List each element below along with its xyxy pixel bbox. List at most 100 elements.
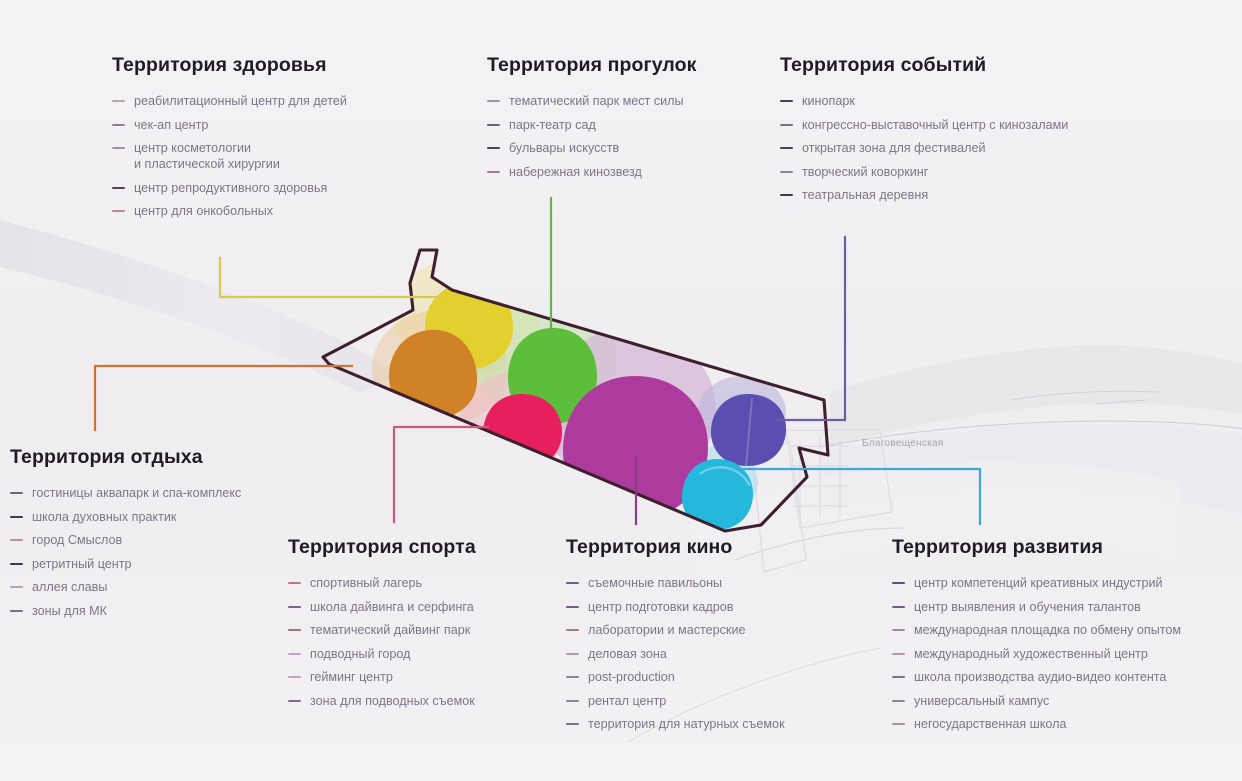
- bullet-dash-icon: [892, 699, 905, 702]
- bullet-dash-icon: [10, 539, 23, 541]
- territory-outline: [321, 248, 830, 533]
- bullet-dash-icon: [288, 699, 301, 702]
- bullet-dash-icon: [780, 170, 793, 173]
- bullet-dash-icon: [566, 676, 579, 678]
- block-development: Территория развития центр компетенций кр…: [892, 536, 1181, 740]
- block-sport-list: спортивный лагерь школа дайвинга и серфи…: [288, 575, 476, 709]
- block-leisure-list: гостиницы аквапарк и спа-комплекс школа …: [10, 485, 241, 619]
- bullet-dash-icon: [566, 699, 579, 702]
- bullet-dash-icon: [288, 629, 301, 631]
- list-item: рентал центр: [566, 693, 785, 709]
- list-item: чек-ап центр: [112, 117, 347, 133]
- list-item: деловая зона: [566, 646, 785, 662]
- bullet-dash-icon: [112, 147, 125, 149]
- bullet-dash-icon: [892, 582, 905, 584]
- list-item: зоны для МК: [10, 603, 241, 619]
- list-item: творческий коворкинг: [780, 164, 1068, 180]
- bullet-dash-icon: [10, 609, 23, 612]
- list-item: центр подготовки кадров: [566, 599, 785, 615]
- bullet-dash-icon: [892, 629, 905, 631]
- blob-cyan: [681, 459, 754, 530]
- block-events: Территория событий кинопарк конгрессно-в…: [780, 54, 1068, 211]
- connector-events: [774, 235, 847, 422]
- block-cinema-list: съемочные павильоны центр подготовки кад…: [566, 575, 785, 732]
- bullet-dash-icon: [892, 676, 905, 678]
- block-walks: Территория прогулок тематический парк ме…: [487, 54, 697, 187]
- list-item: школа духовных практик: [10, 509, 241, 525]
- bullet-dash-icon: [112, 123, 125, 126]
- bullet-dash-icon: [288, 676, 301, 678]
- list-item: бульвары искусств: [487, 140, 697, 156]
- geo-label-blagoveshchenskaya: Благовещенская: [862, 438, 944, 449]
- list-item: гейминг центр: [288, 669, 476, 685]
- block-leisure-title: Территория отдыха: [10, 446, 203, 468]
- list-item: лаборатории и мастерские: [566, 622, 785, 638]
- block-cinema: Территория кино съемочные павильоны цент…: [566, 536, 785, 740]
- connector-development: [735, 467, 982, 526]
- list-item: тематический парк мест силы: [487, 93, 697, 109]
- list-item: центр репродуктивного здоровья: [112, 180, 347, 196]
- list-item: центр выявления и обучения талантов: [892, 599, 1181, 615]
- list-item: парк-театр сад: [487, 117, 697, 133]
- list-item: школа дайвинга и серфинга: [288, 599, 476, 615]
- list-item: post-production: [566, 669, 785, 685]
- bullet-dash-icon: [566, 629, 579, 631]
- bullet-dash-icon: [10, 515, 23, 518]
- list-item: аллея славы: [10, 579, 241, 595]
- bullet-dash-icon: [780, 147, 793, 149]
- list-item: гостиницы аквапарк и спа-комплекс: [10, 485, 241, 501]
- block-sport-title: Территория спорта: [288, 536, 476, 558]
- bullet-dash-icon: [112, 100, 125, 102]
- bullet-dash-icon: [566, 605, 579, 608]
- connector-sport: [392, 425, 490, 524]
- block-development-list: центр компетенций креативных индустрий ц…: [892, 575, 1181, 732]
- list-item: театральная деревня: [780, 187, 1068, 203]
- connector-health: [218, 256, 442, 299]
- connector-leisure: [93, 364, 354, 432]
- block-events-title: Территория событий: [780, 54, 987, 76]
- bullet-dash-icon: [487, 147, 500, 149]
- list-item: кинопарк: [780, 93, 1068, 109]
- block-leisure: Территория отдыха гостиницы аквапарк и с…: [10, 446, 241, 626]
- list-item: международная площадка по обмену опытом: [892, 622, 1181, 638]
- block-development-title: Территория развития: [892, 536, 1103, 558]
- bullet-dash-icon: [780, 100, 793, 102]
- bullet-dash-icon: [288, 582, 301, 584]
- bullet-dash-icon: [487, 100, 500, 102]
- list-item: набережная кинозвезд: [487, 164, 697, 180]
- list-item: реабилитационный центр для детей: [112, 93, 347, 109]
- list-item: город Смыслов: [10, 532, 241, 548]
- list-item: тематический дайвинг парк: [288, 622, 476, 638]
- list-item: негосударственная школа: [892, 716, 1181, 732]
- list-item: съемочные павильоны: [566, 575, 785, 591]
- bullet-dash-icon: [566, 582, 579, 584]
- list-item: ретритный центр: [10, 556, 241, 572]
- block-events-list: кинопарк конгрессно-выставочный центр с …: [780, 93, 1068, 203]
- block-walks-list: тематический парк мест силы парк-театр с…: [487, 93, 697, 180]
- block-health-list: реабилитационный центр для детей чек-ап …: [112, 93, 347, 219]
- list-item: центр для онкобольных: [112, 203, 347, 219]
- bullet-dash-icon: [566, 723, 579, 725]
- bullet-dash-icon: [487, 123, 500, 126]
- block-walks-title: Территория прогулок: [487, 54, 697, 76]
- list-item: зона для подводных съемок: [288, 693, 476, 709]
- bullet-dash-icon: [10, 586, 23, 588]
- list-item: центр компетенций креативных индустрий: [892, 575, 1181, 591]
- bullet-dash-icon: [10, 492, 23, 494]
- list-item: спортивный лагерь: [288, 575, 476, 591]
- bullet-dash-icon: [566, 652, 579, 655]
- list-item: открытая зона для фестивалей: [780, 140, 1068, 156]
- block-cinema-title: Территория кино: [566, 536, 733, 558]
- bullet-dash-icon: [780, 194, 793, 196]
- block-health: Территория здоровья реабилитационный цен…: [112, 54, 347, 227]
- blob-orange: [388, 329, 478, 419]
- list-item: международный художественный центр: [892, 646, 1181, 662]
- bullet-dash-icon: [892, 605, 905, 608]
- bullet-dash-icon: [112, 186, 125, 189]
- list-item: территория для натурных съемок: [566, 716, 785, 732]
- list-item: универсальный кампус: [892, 693, 1181, 709]
